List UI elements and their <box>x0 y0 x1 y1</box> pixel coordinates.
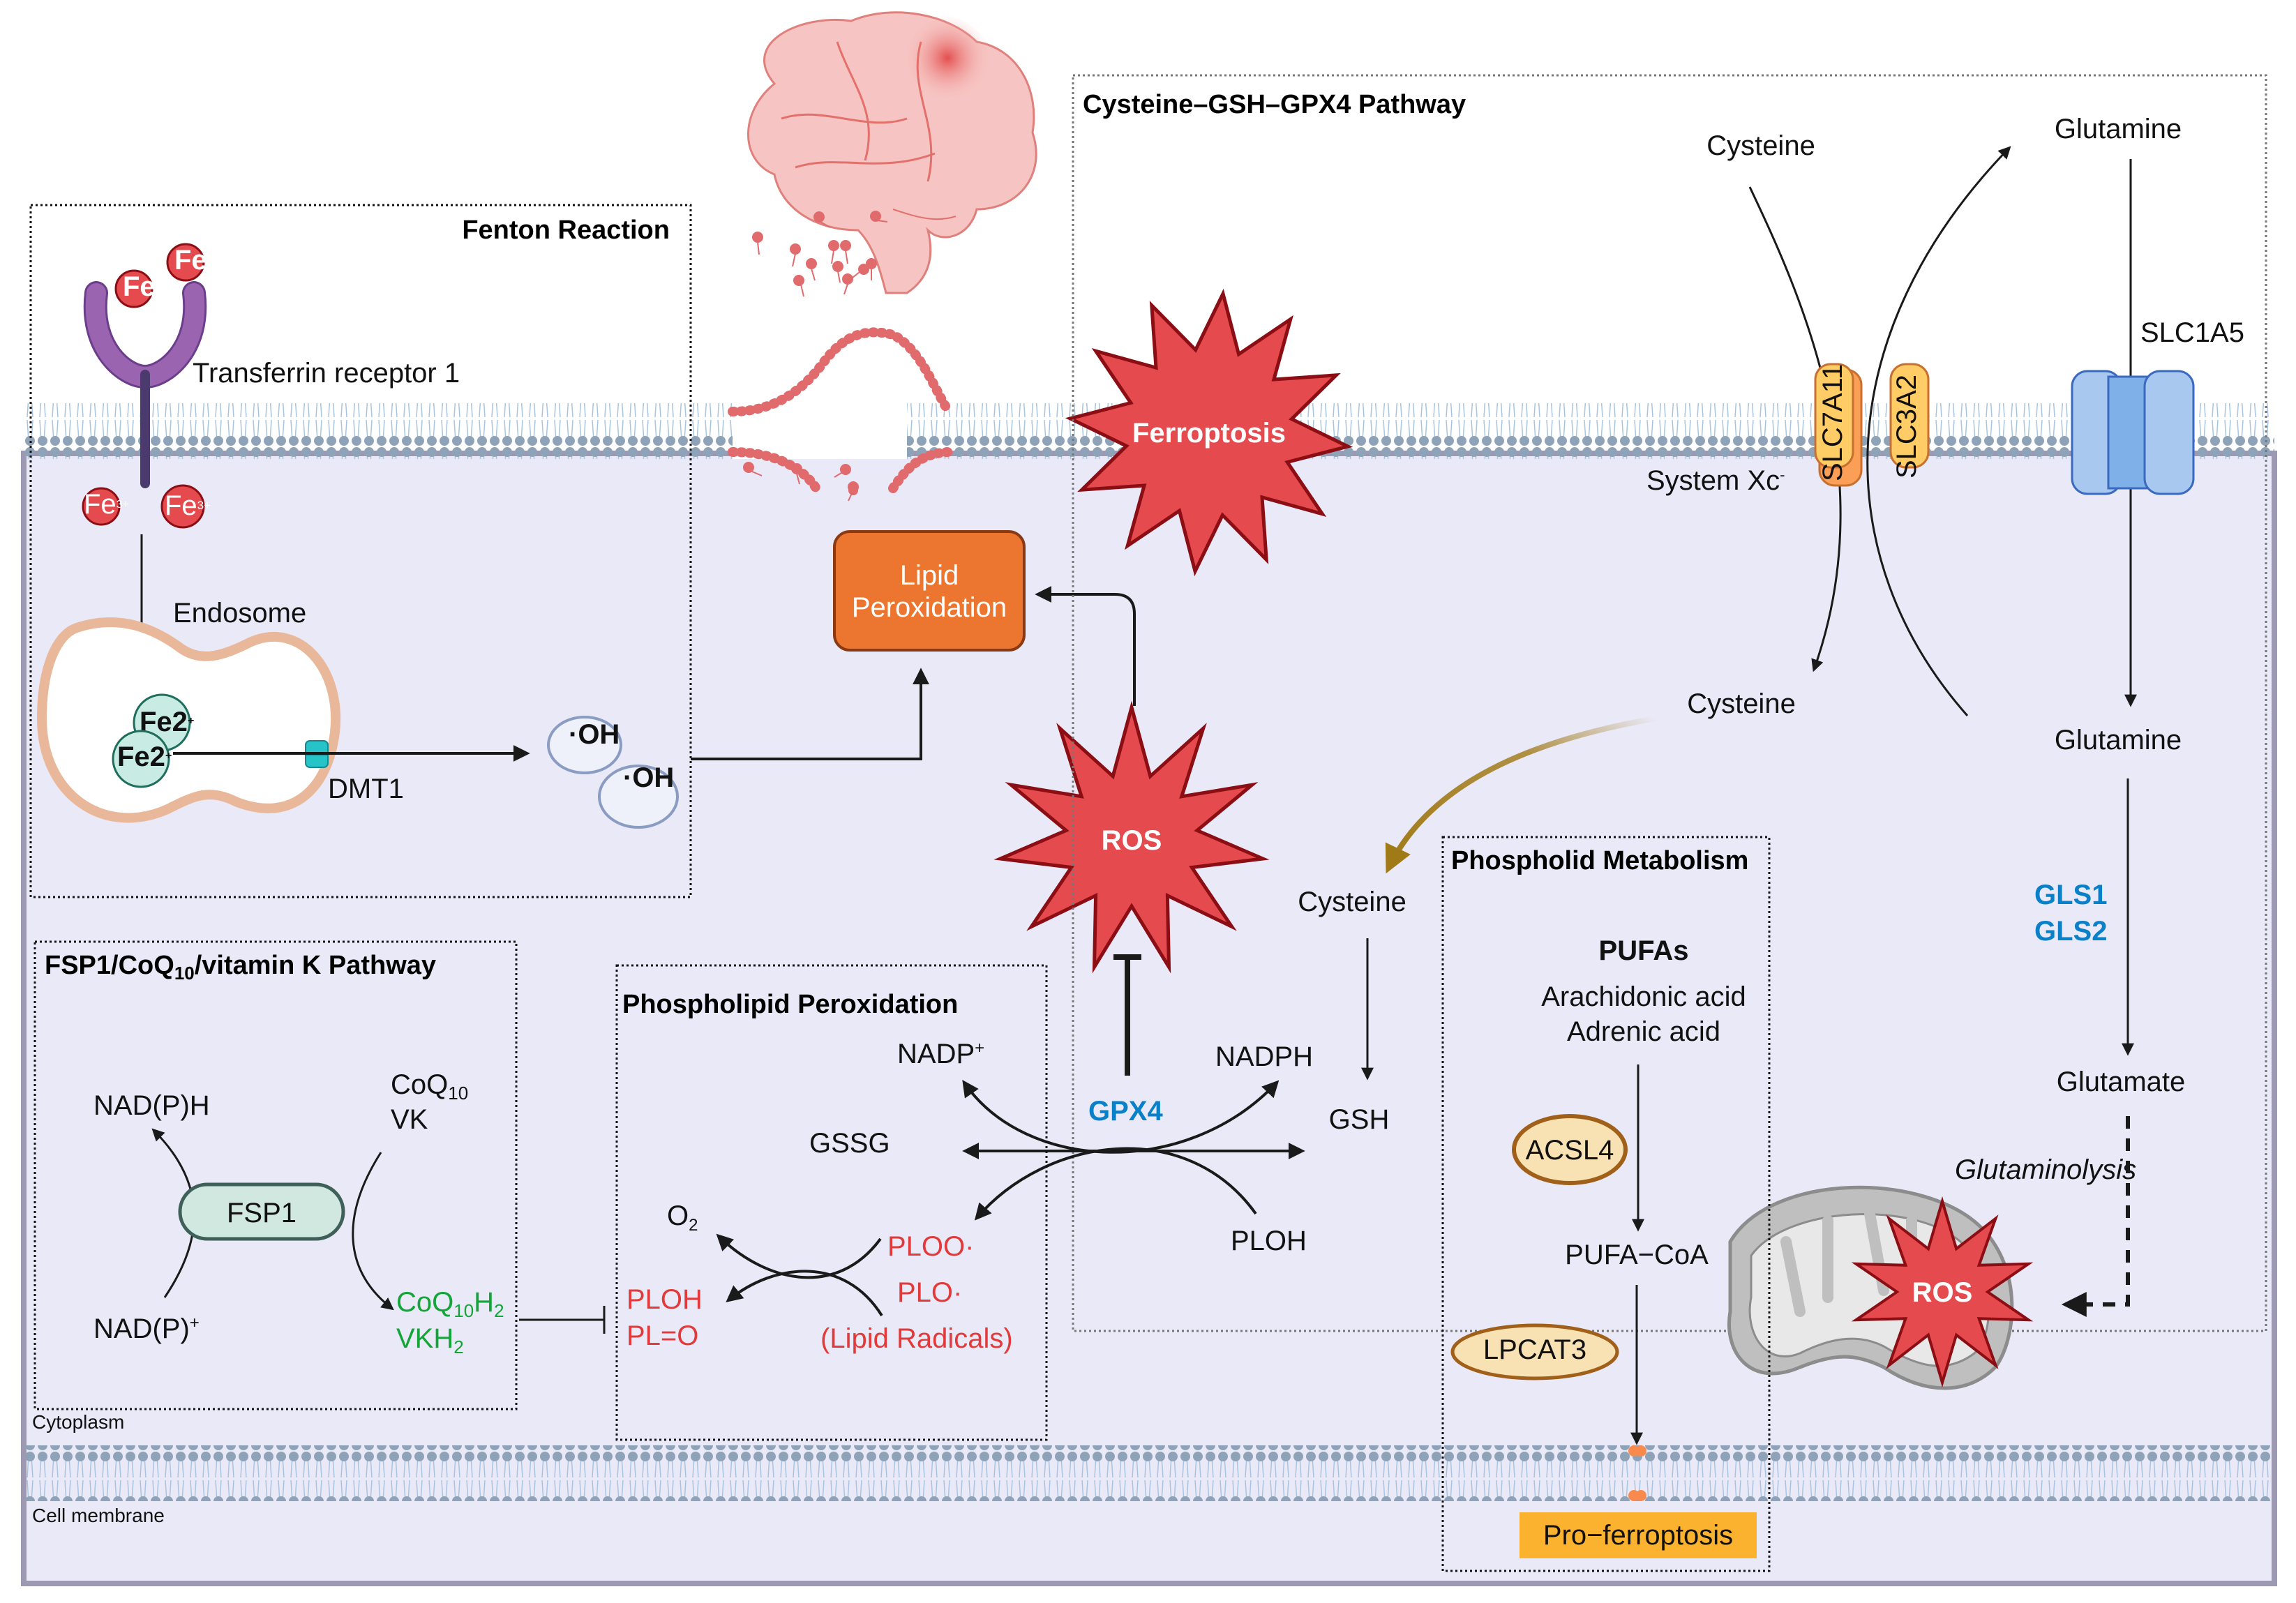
svg-text:Ferroptosis: Ferroptosis <box>1132 418 1286 449</box>
oh-to-lipid-perox-arrow <box>691 668 929 760</box>
coq10h2-label: CoQ10H2 <box>396 1287 504 1321</box>
fsp1-pathway-box <box>33 940 518 1410</box>
ros-burst: ROS <box>993 700 1270 974</box>
fsp1-nadph-label: NAD(P)H <box>93 1090 210 1121</box>
vkh2-label: VKH2 <box>396 1323 464 1357</box>
svg-text:SLC3A2: SLC3A2 <box>1891 375 1922 479</box>
svg-text:Fe3+: Fe3+ <box>174 245 219 276</box>
incorporated-pufa-lipid <box>1628 1445 1646 1501</box>
ploo-radical-label: PLOO· <box>887 1231 974 1262</box>
dmt1-label: DMT1 <box>328 774 404 804</box>
svg-text:·OH: ·OH <box>623 762 674 793</box>
plo-to-ploh-arrow <box>726 1270 883 1317</box>
gls1-label: GLS1 <box>2034 880 2107 910</box>
cytoplasm-region <box>21 451 2277 1586</box>
cell-membrane-label: Cell membrane <box>32 1505 165 1526</box>
slc1a5-label: SLC1A5 <box>2140 317 2244 348</box>
pl-keto-product-label: PL=O <box>626 1320 698 1351</box>
phospholipid-peroxidation-box <box>615 964 1048 1441</box>
glutaminolysis-arrow <box>2061 1116 2130 1317</box>
svg-text:Lipid: Lipid <box>900 560 959 591</box>
fenton-title: Fenton Reaction <box>462 216 670 245</box>
system-xc-transporter: SLC7A11 SLC3A2 <box>1814 363 1930 487</box>
ploo-to-o2-arrow <box>716 1233 882 1279</box>
phospholipid-metabolism-box <box>1441 836 1771 1572</box>
phospholipid-metabolism-title: Phospholid Metabolism <box>1451 846 1748 875</box>
ros-to-lipid-perox-arrow <box>1035 586 1136 706</box>
fe2-ion: Fe2+ <box>112 730 172 788</box>
cysteine-cytosolic: Cysteine <box>1298 887 1406 917</box>
svg-text:LPCAT3: LPCAT3 <box>1483 1334 1586 1365</box>
phospholipid-peroxidation-title: Phospholipid Peroxidation <box>622 990 958 1019</box>
cytoplasm-label: Cytoplasm <box>32 1411 124 1433</box>
glutamate-label: Glutamate <box>2057 1067 2186 1097</box>
svg-text:ROS: ROS <box>1102 825 1162 856</box>
ploh-product-label: PLOH <box>626 1284 703 1315</box>
gssg-label: GSSG <box>809 1128 890 1159</box>
vk-label: VK <box>391 1104 428 1135</box>
pro-ferroptosis-badge: Pro−ferroptosis <box>1520 1512 1757 1558</box>
svg-text:ACSL4: ACSL4 <box>1526 1135 1614 1166</box>
fe3-ion: Fe3+ <box>82 487 129 526</box>
glutamate-export-arrow <box>1866 146 2011 716</box>
coq10-label: CoQ10 <box>391 1069 468 1104</box>
lpcat3-enzyme: LPCAT3 <box>1450 1323 1619 1380</box>
transferrin-receptor-icon <box>83 281 207 488</box>
pufas-label: PUFAs <box>1599 935 1689 966</box>
cysteine-intracellular: Cysteine <box>1687 688 1796 719</box>
fe3-ion: Fe3+ <box>166 243 219 282</box>
svg-text:Fe3+: Fe3+ <box>123 271 167 302</box>
arachidonic-acid-label: Arachidonic acid <box>1541 981 1746 1012</box>
ploh-to-ploo-arrow <box>974 1147 1257 1221</box>
coq-to-coqh2-arrow <box>352 1152 394 1311</box>
plo-radical-label: PLO· <box>897 1277 962 1308</box>
svg-text:FSP1: FSP1 <box>227 1198 297 1228</box>
svg-text:SLC7A11: SLC7A11 <box>1817 364 1848 481</box>
transferrin-receptor-label: Transferrin receptor 1 <box>193 358 460 389</box>
cysteine-transfer-arrow <box>1385 716 1656 874</box>
gsh-gpx4-pathway-title: Cysteine–GSH–GPX4 Pathway <box>1083 90 1466 119</box>
slc1a5-transporter <box>2071 370 2195 495</box>
brain-illustration <box>728 11 1037 502</box>
svg-text:Fe3+: Fe3+ <box>84 489 129 520</box>
lipid-peroxidation-box: Lipid Peroxidation <box>833 530 1026 652</box>
glutamine-extracellular: Glutamine <box>2055 114 2182 144</box>
nadp-nadph-arrow <box>962 1080 1280 1154</box>
nadp-label: NADP+ <box>897 1039 984 1069</box>
hydroxyl-radical: ·OH <box>547 716 622 774</box>
ferroptosis-burst: Ferroptosis <box>1065 288 1353 577</box>
gpx4-label: GPX4 <box>1088 1096 1163 1127</box>
fsp1-pathway-title: FSP1/CoQ10/vitamin K Pathway <box>45 951 436 984</box>
mitochondrial-ros-burst: ROS <box>1851 1196 2034 1388</box>
fe3-ion: Fe3+ <box>114 269 167 308</box>
svg-text:Peroxidation: Peroxidation <box>852 592 1007 623</box>
svg-text:Fe3+: Fe3+ <box>165 490 211 521</box>
svg-text:Pro−ferroptosis: Pro−ferroptosis <box>1543 1520 1733 1551</box>
system-xc-label: System Xc- <box>1646 465 1785 496</box>
nadph-label: NADPH <box>1215 1041 1313 1072</box>
plasma-membrane-bottom <box>27 1445 2272 1501</box>
fsp1-enzyme: FSP1 <box>178 1182 345 1241</box>
pufa-coa-label: PUFA−CoA <box>1565 1240 1709 1270</box>
gsh-gpx4-pathway-box <box>1072 74 2267 1332</box>
gls2-label: GLS2 <box>2034 916 2107 947</box>
hydroxyl-radical: ·OH <box>598 762 679 829</box>
acsl4-enzyme: ACSL4 <box>1512 1114 1628 1185</box>
endosome-label: Endosome <box>173 598 306 629</box>
gsh-label: GSH <box>1329 1104 1390 1135</box>
fenton-reaction-box <box>29 204 692 898</box>
o2-label: O2 <box>667 1201 698 1235</box>
adrenic-acid-label: Adrenic acid <box>1567 1016 1720 1047</box>
svg-text:·OH: ·OH <box>569 719 620 750</box>
glutaminolysis-label: Glutaminolysis <box>1955 1154 2136 1185</box>
ploh-gpx4-label: PLOH <box>1231 1226 1307 1256</box>
glutamine-intracellular: Glutamine <box>2055 725 2182 755</box>
svg-text:ROS: ROS <box>1912 1277 1973 1308</box>
lipid-radicals-label: (Lipid Radicals) <box>820 1323 1013 1354</box>
fe3-ion: Fe3+ <box>160 484 211 529</box>
fsp1-nadp-label: NAD(P)+ <box>93 1314 200 1344</box>
svg-text:Fe2+: Fe2+ <box>117 742 172 772</box>
cysteine-extracellular: Cysteine <box>1706 130 1815 161</box>
